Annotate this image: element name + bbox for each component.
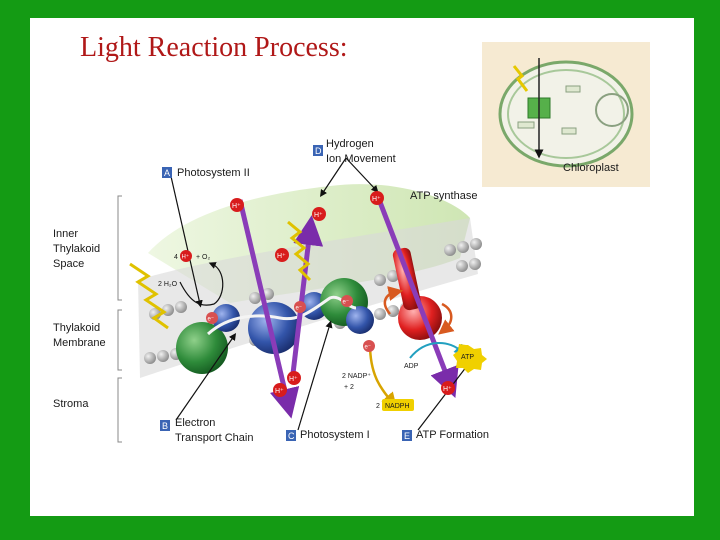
callout-e: E ATP Formation <box>402 429 489 441</box>
svg-text:e⁻: e⁻ <box>296 306 303 312</box>
atp-formation-label: ATP Formation <box>416 429 489 441</box>
inner-space-label-line2: Thylakoid <box>53 243 100 255</box>
inner-space-label-line3: Space <box>53 258 84 270</box>
adp-label: ADP <box>404 363 419 370</box>
electron-icon: e⁻ <box>294 301 306 313</box>
atp-synthase-label: ATP synthase <box>410 190 477 202</box>
callout-a: A Photosystem II <box>162 167 250 179</box>
chloroplast-inset: Chloroplast <box>482 42 650 187</box>
chloroplast-label: Chloroplast <box>563 162 619 174</box>
inner-space-label-line1: Inner <box>53 228 78 240</box>
svg-text:A: A <box>164 168 170 178</box>
proton-icon: H⁺ <box>287 371 301 385</box>
svg-text:H⁺: H⁺ <box>182 254 190 261</box>
nadph-count: 2 <box>376 403 380 410</box>
region-bracket-stroma <box>118 378 122 442</box>
nadp-label-line1: 2 NADP⁺ <box>342 373 371 380</box>
proton-icon: H⁺ <box>275 248 289 262</box>
nadph-arrow <box>370 344 392 402</box>
photosystem-i-label: Photosystem I <box>300 429 370 441</box>
svg-text:E: E <box>404 431 410 441</box>
membrane-label-line2: Membrane <box>53 337 106 349</box>
hydrogen-label-line2: Ion Movement <box>326 153 396 165</box>
callout-b: B Electron Transport Chain <box>160 417 253 444</box>
atp-label: ATP <box>461 354 474 361</box>
svg-text:H⁺: H⁺ <box>275 388 284 395</box>
svg-text:H⁺: H⁺ <box>289 376 298 383</box>
oxygen-formula: + O₂ <box>196 254 210 261</box>
svg-text:e⁻: e⁻ <box>208 317 215 323</box>
photosystem-i-subunit <box>346 306 374 334</box>
svg-text:B: B <box>162 421 168 431</box>
nadph-label: NADPH <box>385 403 410 410</box>
svg-text:e⁻: e⁻ <box>365 345 372 351</box>
etc-label-line2: Transport Chain <box>175 432 253 444</box>
callout-c: C Photosystem I <box>286 429 370 441</box>
membrane-label-line1: Thylakoid <box>53 322 100 334</box>
water-formula: 2 H₂O <box>158 281 178 288</box>
electron-icon: e⁻ <box>363 340 375 352</box>
proton-icon: H⁺ <box>273 383 287 397</box>
slide: Light Reaction Process: <box>30 18 694 516</box>
etc-label-line1: Electron <box>175 417 215 429</box>
svg-text:H⁺: H⁺ <box>277 253 286 260</box>
svg-text:C: C <box>288 431 295 441</box>
svg-text:H⁺: H⁺ <box>443 386 452 393</box>
region-bracket-inner-space <box>118 196 122 300</box>
proton-count: 4 <box>174 254 178 261</box>
photosystem-ii-label: Photosystem II <box>177 167 250 179</box>
rotation-arrow-right <box>442 304 451 330</box>
svg-text:H⁺: H⁺ <box>314 212 323 219</box>
pointer-ps1 <box>298 324 330 430</box>
nadp-label-line2: + 2 <box>344 384 354 391</box>
electron-icon: e⁻ <box>206 312 218 324</box>
svg-text:H⁺: H⁺ <box>232 203 241 210</box>
svg-text:D: D <box>315 146 322 156</box>
proton-icon: H⁺ <box>370 191 384 205</box>
proton-icon: H⁺ <box>312 207 326 221</box>
electron-icon: e⁻ <box>341 295 353 307</box>
region-bracket-membrane <box>118 310 122 370</box>
light-reaction-diagram: Chloroplast <box>30 18 694 516</box>
proton-icon: H⁺ <box>180 250 192 262</box>
stroma-label: Stroma <box>53 398 89 410</box>
hydrogen-label-line1: Hydrogen <box>326 138 374 150</box>
svg-text:e⁻: e⁻ <box>343 300 350 306</box>
proton-icon: H⁺ <box>441 381 455 395</box>
svg-text:H⁺: H⁺ <box>372 196 381 203</box>
callout-d: D Hydrogen Ion Movement <box>313 138 396 165</box>
proton-icon: H⁺ <box>230 198 244 212</box>
